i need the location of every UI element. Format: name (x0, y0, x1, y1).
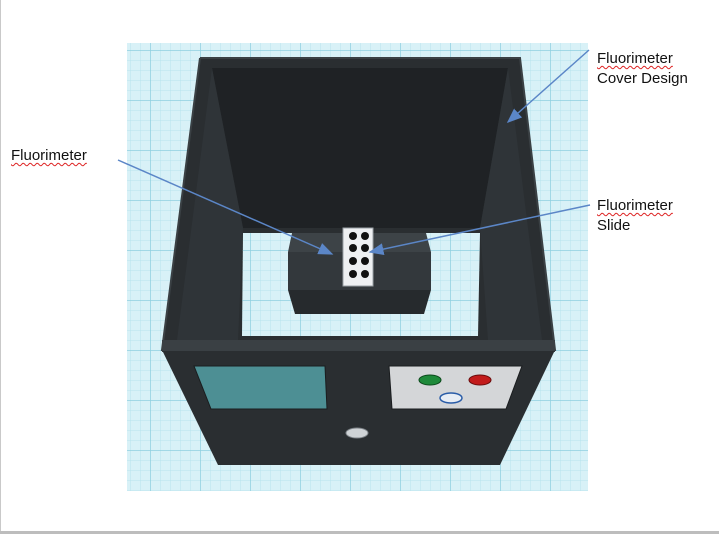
label-cover-line2: Cover Design (597, 70, 688, 87)
label-cover-line1: Fluorimeter (597, 50, 673, 67)
sample-port-icon (345, 427, 369, 439)
arrow-cover-design (506, 49, 590, 123)
red-button-icon (468, 374, 492, 386)
label-slide-line2: Slide (597, 217, 631, 234)
arrow-fluorimeter (117, 159, 334, 255)
display-screen-icon (193, 365, 328, 410)
label-slide-line1: Fluorimeter (597, 197, 673, 214)
label-slide: Fluorimeter Slide (597, 196, 673, 236)
control-panel (388, 365, 523, 410)
blue-button-icon (439, 392, 463, 404)
annotation-arrows (117, 49, 591, 256)
label-fluorimeter: Fluorimeter (11, 146, 87, 166)
page-border-left (0, 0, 1, 534)
fluorimeter-slide (342, 227, 374, 287)
green-button-icon (418, 374, 442, 386)
label-cover-design: Fluorimeter Cover Design (597, 49, 688, 89)
page-border-bottom (0, 531, 719, 534)
label-fluorimeter-text: Fluorimeter (11, 147, 87, 164)
arrow-slide (368, 204, 591, 256)
